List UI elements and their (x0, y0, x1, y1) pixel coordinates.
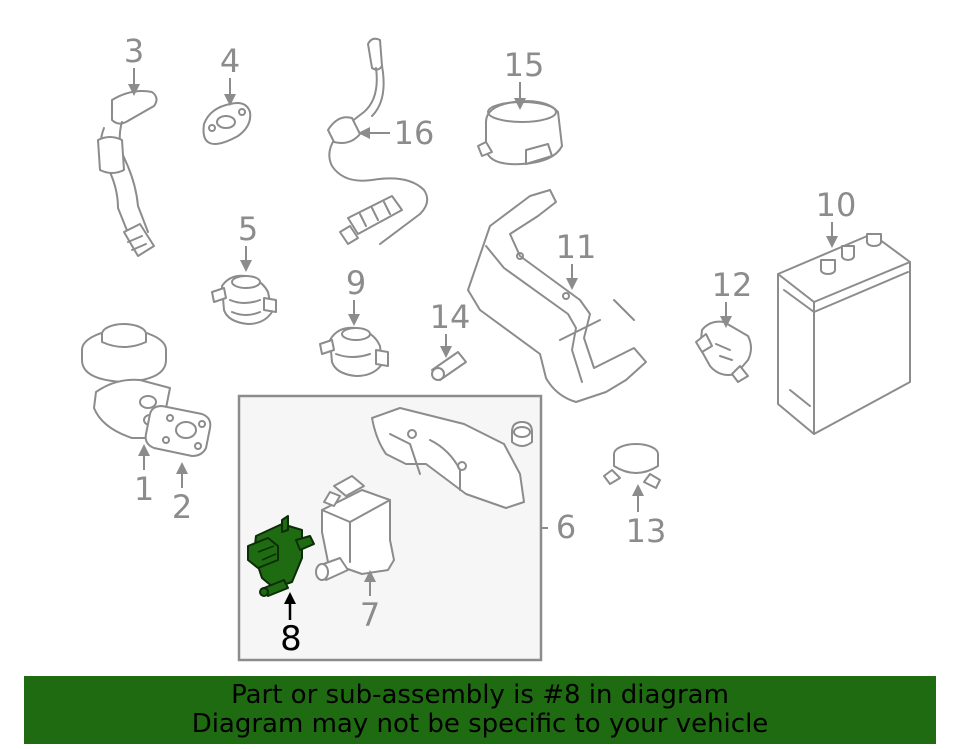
callout-9: 9 (346, 264, 366, 326)
svg-text:1: 1 (134, 470, 154, 508)
part-10-canister[interactable] (777, 233, 911, 435)
part-13-check-valve[interactable] (603, 443, 661, 489)
callout-8-highlighted: 8 (280, 592, 302, 659)
part-3-egr-pipe[interactable] (97, 90, 158, 257)
part-14-connector[interactable] (431, 351, 467, 381)
callout-10: 10 (816, 186, 857, 248)
svg-text:5: 5 (238, 210, 258, 248)
callout-2: 2 (172, 462, 192, 526)
part-5-solenoid[interactable] (211, 274, 277, 325)
svg-text:7: 7 (360, 596, 380, 634)
svg-text:15: 15 (504, 46, 545, 84)
callout-14: 14 (430, 298, 471, 358)
svg-text:14: 14 (430, 298, 471, 336)
callout-3: 3 (124, 32, 144, 96)
svg-text:3: 3 (124, 32, 144, 70)
part-16-oxygen-sensor[interactable] (327, 37, 429, 245)
svg-text:6: 6 (556, 508, 576, 546)
callout-4: 4 (220, 42, 240, 106)
svg-text:9: 9 (346, 264, 366, 302)
svg-text:12: 12 (712, 266, 753, 304)
svg-text:13: 13 (626, 512, 667, 550)
banner-line-2: Diagram may not be specific to your vehi… (191, 709, 769, 739)
part-11-bracket[interactable] (467, 189, 647, 403)
svg-text:10: 10 (816, 186, 857, 224)
part-7-purge-valve[interactable] (315, 475, 395, 581)
callout-11: 11 (556, 228, 597, 290)
svg-text:4: 4 (220, 42, 240, 80)
callout-16: 16 (358, 114, 434, 152)
part-2-gasket[interactable] (144, 405, 212, 457)
part-9-solenoid[interactable] (319, 326, 389, 377)
callout-5: 5 (238, 210, 258, 272)
part-15-filter[interactable] (477, 100, 563, 166)
callout-6: 6 (542, 508, 576, 546)
svg-text:16: 16 (394, 114, 435, 152)
svg-text:11: 11 (556, 228, 597, 266)
callout-15: 15 (504, 46, 545, 110)
callout-7: 7 (360, 570, 380, 634)
part-6-bracket[interactable] (371, 407, 533, 509)
callout-12: 12 (712, 266, 753, 328)
part-4-gasket[interactable] (202, 102, 252, 145)
svg-text:8: 8 (280, 619, 302, 659)
callout-13: 13 (626, 484, 667, 550)
part-8-vacuum-solenoid-highlighted[interactable] (247, 515, 315, 597)
svg-text:2: 2 (172, 488, 192, 526)
part-12-valve[interactable] (695, 320, 752, 383)
callout-1: 1 (134, 444, 154, 508)
info-banner: Part or sub-assembly is #8 in diagram Di… (24, 676, 936, 744)
banner-line-1: Part or sub-assembly is #8 in diagram (231, 680, 729, 710)
